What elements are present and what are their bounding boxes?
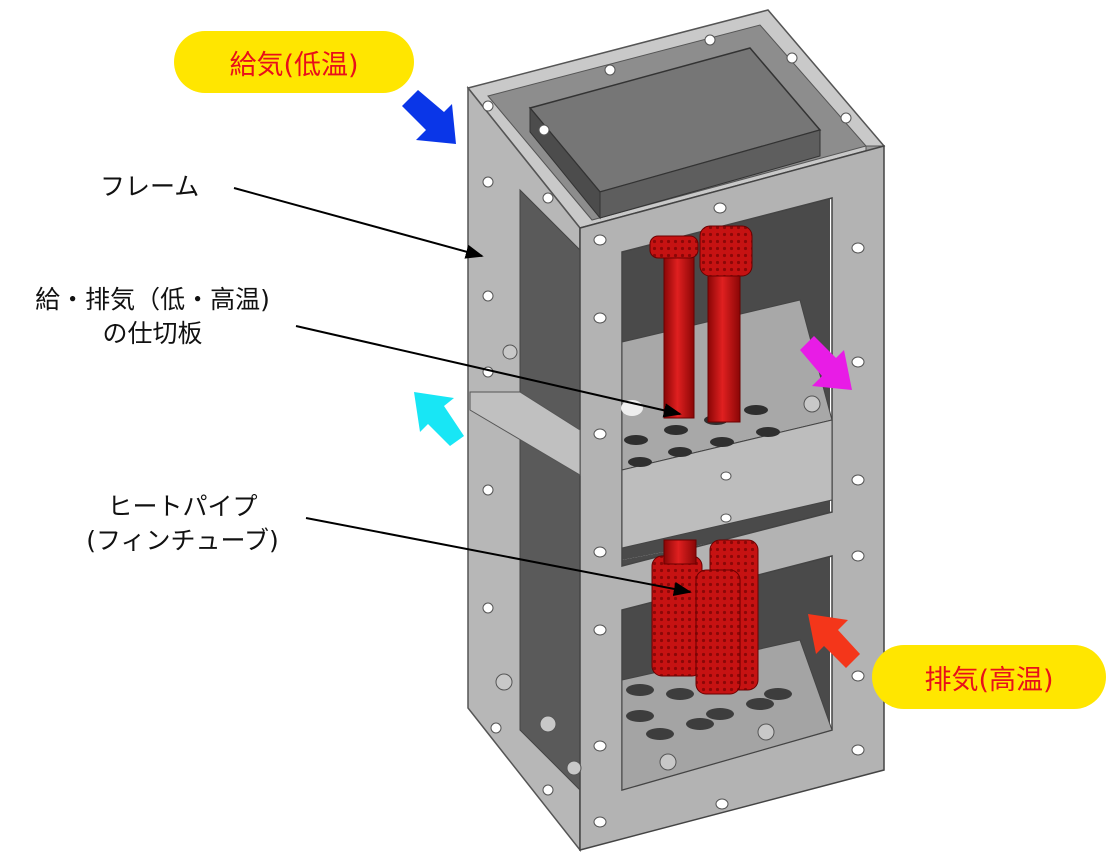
frame-leader [233,187,484,259]
leader-lines [233,187,692,597]
heatpipe-label-line1: ヒートパイプ [107,492,258,521]
intake-arrow-blue [402,90,456,144]
intake-outlet-arrow-cyan [414,392,464,446]
partition-label-line1: 給・排気（低・高温) [35,285,270,314]
heatpipe-callout: ヒートパイプ (フィンチューブ) [50,490,315,558]
partition-callout: 給・排気（低・高温) の仕切板 [0,283,305,351]
exhaust-high-temp-badge: 排気(高温) [872,645,1106,709]
intake-label: 給気(低温) [229,49,359,81]
partition-label-line2: の仕切板 [102,319,203,348]
frame-callout: フレーム [100,170,199,204]
heatpipe-label-line2: (フィンチューブ) [86,526,279,555]
exhaust-outlet-arrow-magenta [800,336,852,390]
exhaust-label: 排気(高温) [924,664,1054,696]
frame-assembly [466,9,886,853]
heatpipe-leader [305,517,692,597]
intake-low-temp-badge: 給気(低温) [174,31,414,93]
heat-pipes [649,225,759,695]
frame-label: フレーム [100,172,200,201]
exhaust-arrow-red [808,614,860,668]
flow-arrows [402,90,860,668]
partition-leader [295,325,682,418]
